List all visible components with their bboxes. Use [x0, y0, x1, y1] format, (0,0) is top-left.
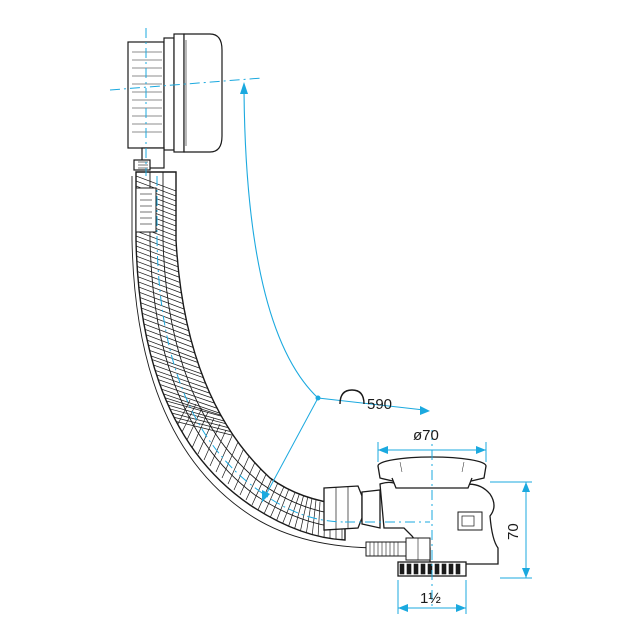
- cable-connector: [135, 187, 157, 233]
- cap-diameter-label: ø70: [413, 427, 439, 444]
- bend-radius-label: 590: [367, 396, 392, 413]
- overflow-head: [127, 33, 223, 171]
- waste-valve: [323, 456, 499, 577]
- height-label: 70: [505, 523, 522, 540]
- thread-size-label: 1½: [420, 590, 441, 607]
- dimension-lines: [109, 28, 532, 614]
- bend-radius-symbol: [339, 389, 365, 405]
